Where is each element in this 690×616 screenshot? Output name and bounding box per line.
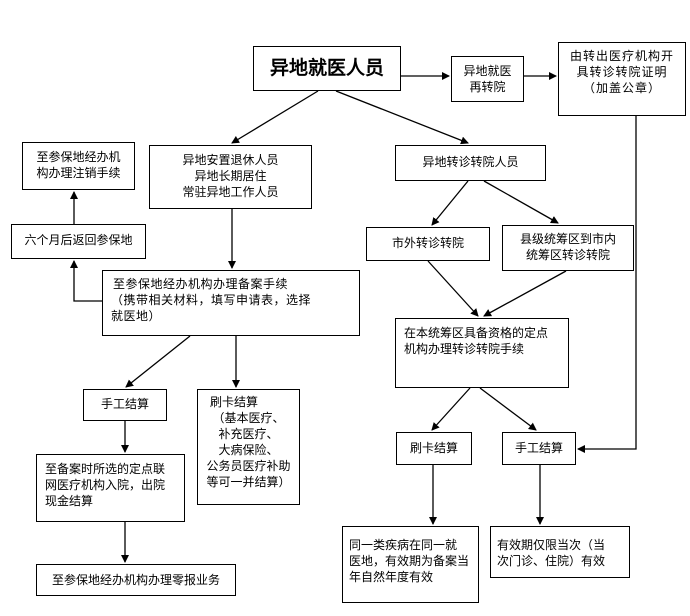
node-reimbursement: 至参保地经办机构办理零报业务 xyxy=(36,564,236,596)
node-referral-certificate-line: （加盖公章） xyxy=(582,81,661,95)
node-retiree-group-line: 常驻异地工作人员 xyxy=(182,185,279,199)
node-card-settlement-left-line: 补充医疗、 xyxy=(218,427,279,441)
node-county-to-city: 县级统筹区到市内 统筹区转诊转院 xyxy=(502,225,634,271)
node-validity-current-line: 有效期仅限当次（当 xyxy=(497,538,606,552)
node-transfer-patient: 异地转诊转院人员 xyxy=(395,145,546,181)
node-filing-procedure-line: 就医地） xyxy=(111,309,162,323)
node-card-settlement-right-line: 刷卡结算 xyxy=(409,441,458,455)
arrow-transfer-to-out-of-city xyxy=(431,180,469,226)
node-filing-procedure-line: （携带相关材料，填写申请表，选择 xyxy=(111,293,312,307)
arrow-designated-to-card-right xyxy=(431,387,471,431)
node-manual-settlement-right-line: 手工结算 xyxy=(514,441,563,455)
node-same-disease: 同一类疾病在同一就 医地，有效期为备案当 年自然年度有效 xyxy=(342,526,479,603)
node-root: 异地就医人员 xyxy=(253,46,401,91)
arrow-filing-to-manual-left xyxy=(125,335,191,388)
arrow-root-to-transfer-patient xyxy=(335,90,469,145)
node-manual-settlement-right: 手工结算 xyxy=(502,432,576,465)
node-validity-current-line: 次门诊、住院）有效 xyxy=(497,554,606,568)
node-cancel-procedure-line: 构办理注销手续 xyxy=(36,166,121,180)
node-admission-cash: 至备案时所选的定点联 网医疗机构入院，出院 现金结算 xyxy=(36,454,185,522)
node-reimbursement-line: 至参保地经办机构办理零报业务 xyxy=(51,573,220,587)
arrow-transfer-to-county xyxy=(483,180,559,224)
arrow-root-to-retiree-group xyxy=(231,90,319,144)
node-out-of-city-transfer: 市外转诊转院 xyxy=(366,227,490,261)
node-designated-institution-line: 在本统筹区具备资格的定点 xyxy=(404,326,549,340)
node-referral-certificate-line: 由转出医疗机构开 xyxy=(569,49,674,63)
node-admission-cash-line: 至备案时所选的定点联 xyxy=(45,462,166,476)
node-designated-institution: 在本统筹区具备资格的定点 机构办理转诊转院手续 xyxy=(395,318,569,388)
node-validity-current: 有效期仅限当次（当 次门诊、住院）有效 xyxy=(490,526,630,578)
arrow-certificate-to-manual-right xyxy=(577,116,637,453)
node-filing-procedure-line: 至参保地经办机构办理备案手续 xyxy=(113,277,289,291)
node-return-after-six-months: 六个月后返回参保地 xyxy=(11,224,146,259)
node-county-to-city-line: 统筹区转诊转院 xyxy=(525,248,610,262)
node-same-disease-line: 同一类疾病在同一就 xyxy=(349,538,458,552)
node-referral-again-line: 异地就医 xyxy=(463,64,512,78)
node-cancel-procedure-line: 至参保地经办机 xyxy=(36,150,121,164)
node-same-disease-line: 年自然年度有效 xyxy=(349,570,434,584)
node-designated-institution-line: 机构办理转诊转院手续 xyxy=(404,341,560,357)
arrow-county-to-designated xyxy=(483,270,567,317)
arrow-filing-to-return xyxy=(70,260,102,302)
node-cancel-procedure: 至参保地经办机 构办理注销手续 xyxy=(22,142,135,190)
node-card-settlement-right: 刷卡结算 xyxy=(396,432,472,465)
node-return-line: 六个月后返回参保地 xyxy=(24,233,133,247)
node-county-to-city-line: 县级统筹区到市内 xyxy=(519,232,616,246)
node-card-settlement-left-line: 公务员医疗补助 xyxy=(206,459,291,473)
node-admission-cash-line: 网医疗机构入院，出院 xyxy=(45,478,166,492)
node-out-of-city-line: 市外转诊转院 xyxy=(391,236,464,250)
node-designated-institution-text: 机构办理转诊转院手续 xyxy=(404,342,525,356)
node-card-settlement-left: 刷卡结算 （基本医疗、 补充医疗、 大病保险、 公务员医疗补助 等可一并结算） xyxy=(197,389,300,505)
node-filing-procedure: 至参保地经办机构办理备案手续 （携带相关材料，填写申请表，选择 就医地） xyxy=(102,270,360,336)
arrow-out-of-city-to-designated xyxy=(427,260,479,317)
node-root-title: 异地就医人员 xyxy=(269,57,384,79)
node-referral-again-line: 再转院 xyxy=(469,80,506,94)
node-same-disease-line: 医地，有效期为备案当 xyxy=(349,554,470,568)
node-card-settlement-left-line: （基本医疗、 xyxy=(212,411,285,425)
node-card-settlement-left-line: 刷卡结算 xyxy=(210,395,259,409)
arrow-designated-to-manual-right xyxy=(479,387,537,431)
node-transfer-patient-line: 异地转诊转院人员 xyxy=(422,155,519,169)
node-referral-certificate-line: 具转诊转院证明 xyxy=(576,65,668,79)
node-referral-certificate: 由转出医疗机构开 具转诊转院证明 （加盖公章） xyxy=(558,42,686,116)
node-manual-settlement-left: 手工结算 xyxy=(83,389,167,421)
node-retiree-group-line: 异地安置退休人员 xyxy=(182,153,279,167)
node-admission-cash-line: 现金结算 xyxy=(45,494,94,508)
node-card-settlement-left-line: 大病保险、 xyxy=(218,443,279,457)
node-retiree-group-line: 异地长期居住 xyxy=(194,169,267,183)
node-manual-settlement-left-line: 手工结算 xyxy=(100,397,149,411)
node-referral-again: 异地就医 再转院 xyxy=(451,56,524,102)
node-card-settlement-left-line: 等可一并结算） xyxy=(206,475,291,489)
node-retiree-group: 异地安置退休人员 异地长期居住 常驻异地工作人员 xyxy=(149,145,312,209)
